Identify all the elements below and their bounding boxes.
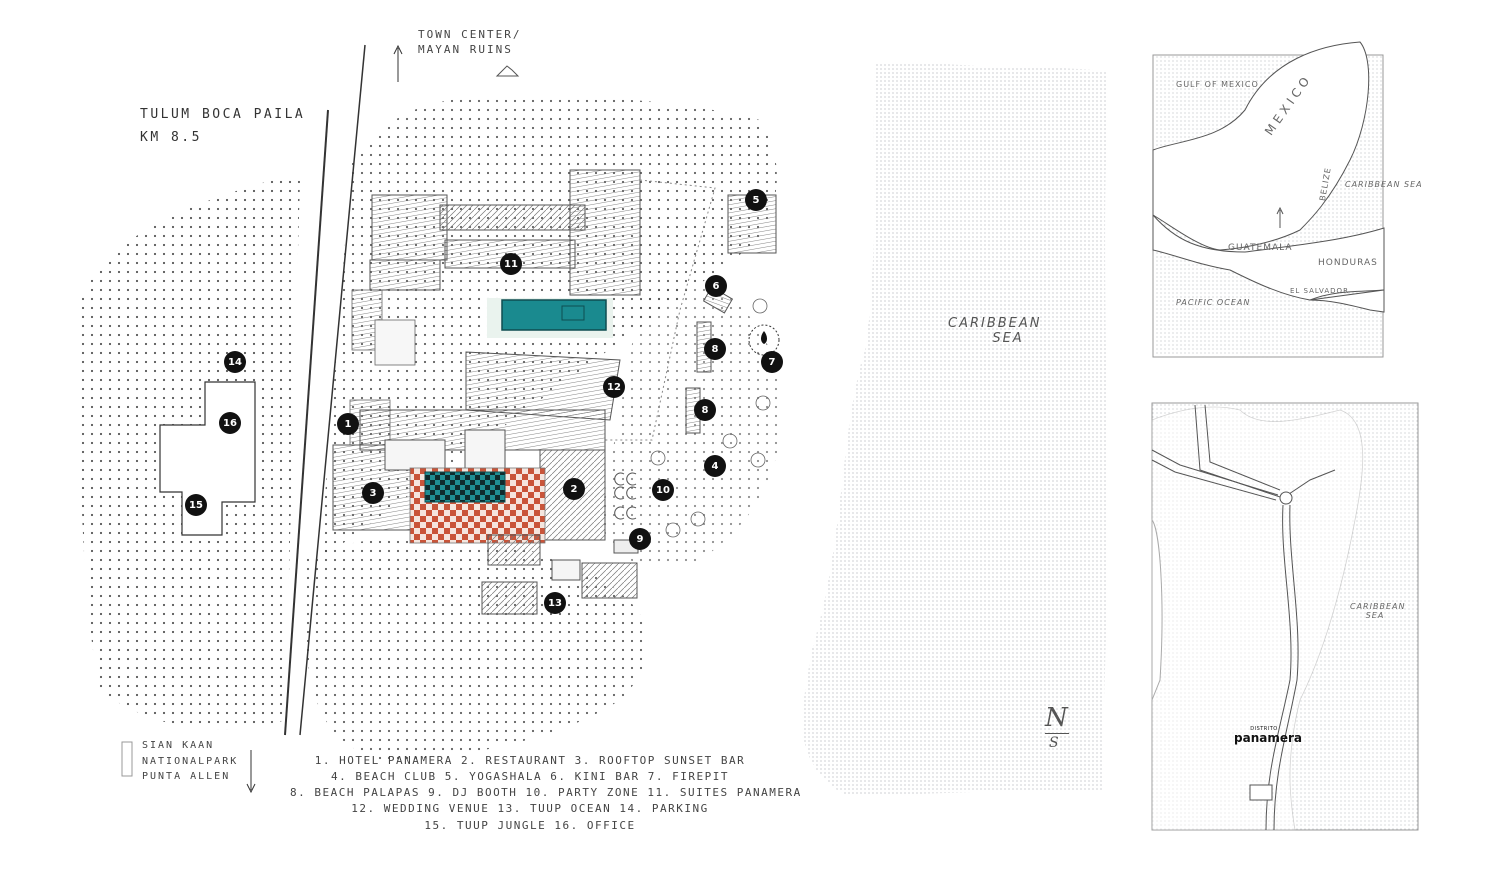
firepit-ring (748, 324, 780, 356)
marker-restaurant[interactable]: 2 (563, 478, 585, 500)
marker-kini-bar[interactable]: 6 (705, 275, 727, 297)
tuup-ocean-cabins (481, 534, 638, 615)
legend-line-5: 15. TUUP JUNGLE 16. OFFICE (424, 819, 636, 832)
sea-label-line2: SEA (992, 331, 1024, 346)
marker-wedding-venue[interactable]: 12 (603, 376, 625, 398)
marker-office[interactable]: 16 (219, 412, 241, 434)
party-zone-loungers (614, 472, 637, 520)
inset-local-sea-line1: CARIBBEAN (1350, 602, 1406, 611)
inset-local-sea-line2: SEA (1365, 611, 1385, 620)
road-local-b (1265, 504, 1292, 831)
pool-top (501, 299, 607, 331)
inset-brand: DISTRITO panamera (1234, 726, 1302, 745)
inset-brand-name: panamera (1234, 731, 1302, 745)
marker-dj-booth[interactable]: 9 (629, 528, 651, 550)
fire-icon (761, 331, 767, 344)
marker-beach-club[interactable]: 4 (704, 455, 726, 477)
marker-party-zone[interactable]: 10 (652, 479, 674, 501)
property-boundary (605, 179, 716, 441)
south-label-1: SIAN KAAN (142, 740, 215, 751)
sea-label: CARIBBEAN SEA (948, 316, 1042, 346)
road-line-b (299, 44, 366, 736)
lighthouse-icon (121, 741, 133, 777)
legend-line-4: 12. WEDDING VENUE 13. TUUP OCEAN 14. PAR… (351, 802, 709, 815)
marker-tuup-jungle[interactable]: 15 (185, 494, 207, 516)
south-label-2: NATIONALPARK (142, 756, 239, 767)
inset-gulf-label: GULF OF MEXICO (1176, 80, 1259, 89)
compass: N S (1045, 705, 1069, 750)
inset-pacific-label: PACIFIC OCEAN (1176, 298, 1251, 307)
sea-label-line1: CARIBBEAN (948, 316, 1042, 331)
inset-honduras-label: HONDURAS (1318, 258, 1378, 268)
land-central-america (1152, 213, 1385, 301)
marker-firepit[interactable]: 7 (761, 351, 783, 373)
jungle-south-area (304, 536, 649, 760)
wedding-venue-building (465, 351, 621, 421)
location-km: KM 8.5 (140, 130, 202, 145)
inset-caribbean-label: CARIBBEAN SEA (1345, 180, 1423, 189)
caribbean-sea-texture (802, 62, 1108, 795)
beach-umbrellas (650, 298, 771, 538)
marker-hotel-panamera[interactable]: 1 (337, 413, 359, 435)
pool-main (424, 471, 506, 503)
inset-guatemala-label: GUATEMALA (1228, 243, 1293, 253)
compass-south: S (1049, 735, 1059, 751)
panamera-location-icon (1249, 784, 1273, 801)
marker-beach-palapas-b[interactable]: 8 (694, 399, 716, 421)
marker-yogashala[interactable]: 5 (745, 189, 767, 211)
marker-suites[interactable]: 11 (500, 253, 522, 275)
location-title: TULUM BOCA PAILA (140, 107, 306, 122)
legend-line-2: 4. BEACH CLUB 5. YOGASHALA 6. KINI BAR 7… (330, 770, 729, 783)
road-line-a (284, 109, 329, 736)
marker-rooftop-bar[interactable]: 3 (362, 482, 384, 504)
inset-local-sea-label: CARIBBEAN SEA (1350, 602, 1406, 620)
ruins-icon (495, 65, 520, 77)
north-label-2: MAYAN RUINS (418, 43, 513, 56)
inset-elsalvador-label: EL SALVADOR (1290, 287, 1349, 295)
suites-building (369, 169, 641, 296)
south-label-3: PUNTA ALLEN (142, 771, 231, 782)
marker-beach-palapas-a[interactable]: 8 (704, 338, 726, 360)
legend-line-3: 8. BEACH PALAPAS 9. DJ BOOTH 10. PARTY Z… (290, 786, 802, 799)
compass-north: N (1045, 703, 1068, 733)
inset-brand-small: DISTRITO (1250, 726, 1278, 732)
marker-parking[interactable]: 14 (224, 351, 246, 373)
north-label-1: TOWN CENTER/ (418, 28, 522, 41)
marker-tuup-ocean[interactable]: 13 (544, 592, 566, 614)
legend-line-1: 1. HOTEL PANAMERA 2. RESTAURANT 3. ROOFT… (314, 754, 746, 767)
